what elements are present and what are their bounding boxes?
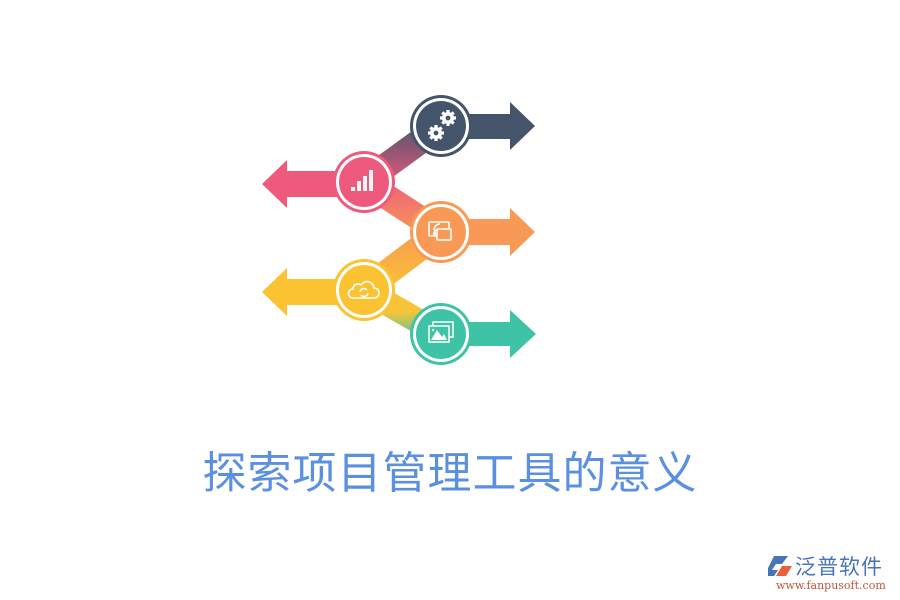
step-3-node bbox=[410, 201, 472, 263]
logo-name: 泛普软件 bbox=[795, 555, 883, 579]
image-gallery-icon bbox=[428, 321, 454, 343]
step-4-node bbox=[333, 259, 395, 321]
step-2-node bbox=[333, 151, 395, 213]
page-title: 探索项目管理工具的意义 bbox=[202, 448, 698, 499]
logo-mark-icon bbox=[768, 556, 792, 576]
step-1-node bbox=[410, 95, 472, 157]
gears-icon bbox=[428, 110, 456, 141]
brand-logo: 泛普软件 www.fanpusoft.com bbox=[768, 551, 898, 595]
bar-chart-icon bbox=[351, 170, 373, 191]
step-5-node bbox=[410, 303, 472, 365]
wireless-screen-icon bbox=[428, 221, 452, 241]
cloud-sync-icon bbox=[347, 280, 380, 299]
logo-url: www.fanpusoft.com bbox=[776, 579, 886, 592]
